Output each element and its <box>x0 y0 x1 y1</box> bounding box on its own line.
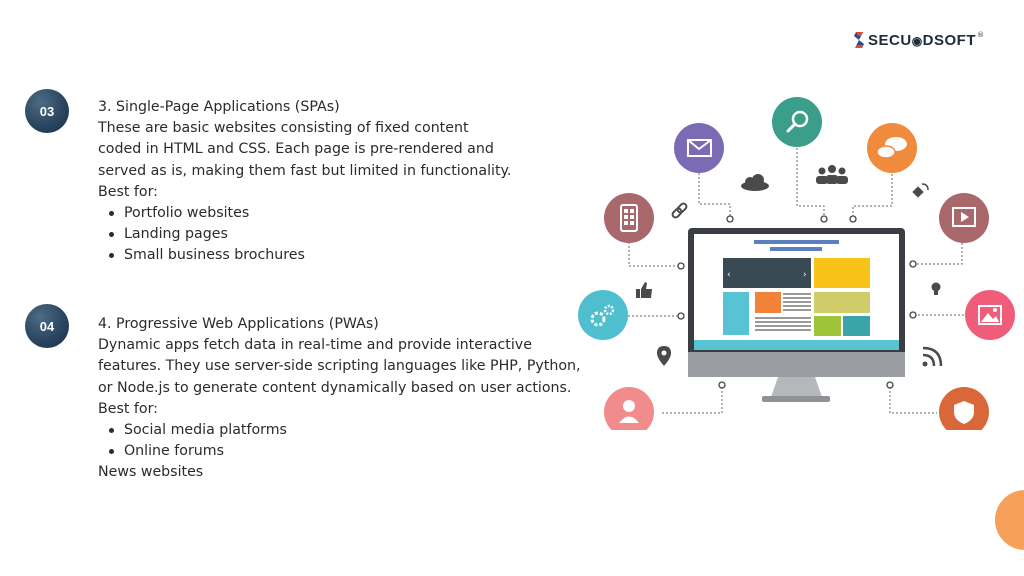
section-text-line: coded in HTML and CSS. Each page is pre-… <box>98 141 494 158</box>
settings-icon <box>578 290 628 340</box>
user-icon <box>604 387 654 430</box>
connector-node <box>677 312 685 320</box>
decorative-corner-circle <box>995 490 1024 550</box>
shield-icon <box>939 387 989 430</box>
logo-text: SECU◉DSOFT <box>868 31 977 49</box>
logo-mark-icon <box>854 32 864 48</box>
group-icon <box>816 165 848 184</box>
section-text-line: Dynamic apps fetch data in real-time and… <box>98 337 532 354</box>
connector-node <box>849 215 857 223</box>
mobile-icon <box>604 193 654 243</box>
search-icon <box>772 97 822 147</box>
connector-node <box>726 215 734 223</box>
brand-logo: SECU◉DSOFT ® <box>852 30 984 50</box>
thumbs-up-icon <box>636 282 652 298</box>
list-item: Social media platforms <box>98 420 581 441</box>
list-item: Landing pages <box>98 224 511 245</box>
section-badge-04: 04 <box>25 304 69 348</box>
best-for-label: Best for: <box>98 183 158 200</box>
svg-text:‹: ‹ <box>727 270 731 280</box>
connector-node <box>820 215 828 223</box>
monitor-icon: ‹ › <box>688 228 905 402</box>
best-for-list: Social media platforms Online forums <box>98 420 581 462</box>
list-item: Small business brochures <box>98 245 511 266</box>
rss-icon <box>922 346 943 367</box>
connector-node <box>909 260 917 268</box>
section-text-line: or Node.js to generate content dynamical… <box>98 379 572 396</box>
satellite-icon <box>912 183 929 198</box>
section-title: 4. Progressive Web Applications (PWAs) <box>98 316 379 332</box>
video-icon <box>939 193 989 243</box>
registered-mark: ® <box>977 31 985 39</box>
mail-icon <box>674 123 724 173</box>
svg-text:›: › <box>803 270 807 280</box>
best-for-list: Portfolio websites Landing pages Small b… <box>98 203 511 267</box>
section-pwa: 4. Progressive Web Applications (PWAs) D… <box>98 314 581 484</box>
connector-node <box>718 381 726 389</box>
section-badge-03: 03 <box>25 89 69 133</box>
lightbulb-icon <box>931 282 941 295</box>
logo-o-glyph: ◉ <box>911 33 923 48</box>
list-item: Portfolio websites <box>98 203 511 224</box>
link-icon <box>671 202 688 219</box>
trailing-text: News websites <box>98 464 204 481</box>
section-text-line: features. They use server-side scripting… <box>98 358 581 375</box>
chat-icon <box>867 123 917 173</box>
location-icon <box>657 346 671 366</box>
section-text-line: These are basic websites consisting of f… <box>98 120 469 137</box>
cloud-icon <box>741 174 769 191</box>
best-for-label: Best for: <box>98 400 158 417</box>
image-icon <box>965 290 1015 340</box>
section-spa: 3. Single-Page Applications (SPAs) These… <box>98 97 511 267</box>
connector-node <box>677 262 685 270</box>
section-text-line: served as is, making them fast but limit… <box>98 162 512 179</box>
list-item: Online forums <box>98 441 581 462</box>
connector-node <box>909 311 917 319</box>
connector-node <box>886 381 894 389</box>
web-app-illustration: ‹ › <box>578 97 1015 430</box>
section-title: 3. Single-Page Applications (SPAs) <box>98 99 340 115</box>
